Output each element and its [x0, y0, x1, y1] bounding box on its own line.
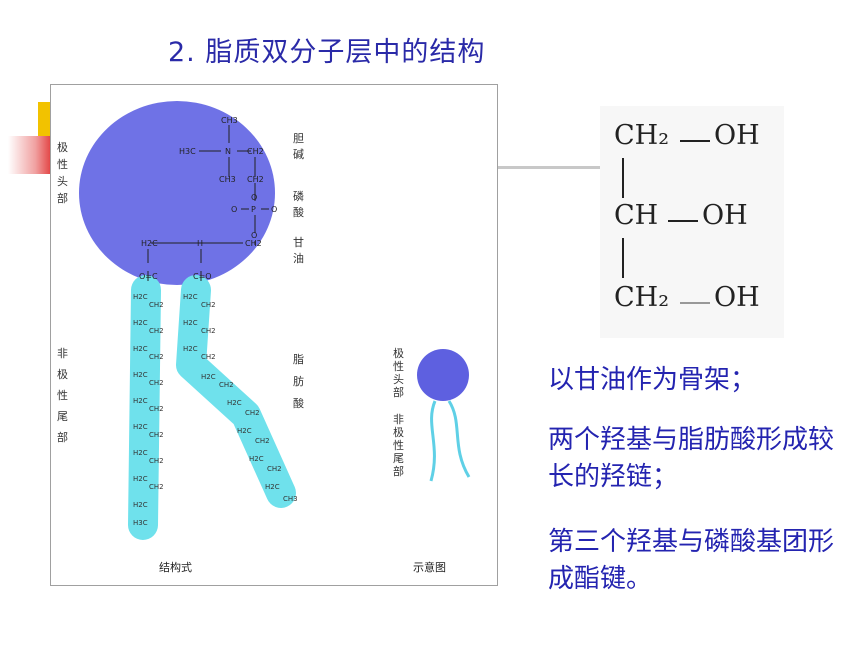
fatty-acid-tail-left — [128, 275, 161, 540]
description-line-2: 两个羟基与脂肪酸形成较长的羟链； — [548, 425, 835, 492]
svg-text:CH2: CH2 — [245, 409, 260, 417]
glycerol-row2-oh: OH — [702, 200, 748, 231]
svg-text:H2C: H2C — [133, 423, 148, 431]
head-bonds — [147, 125, 269, 281]
description-line-3: 第三个羟基与磷酸基团形成酯键。 — [548, 527, 835, 594]
schematic-tail-left — [429, 400, 437, 482]
glycerol-row1-bond — [680, 140, 710, 142]
svg-text:CH2: CH2 — [149, 301, 164, 309]
label-phosphate: 磷酸 — [293, 190, 304, 219]
atom-p: P — [251, 205, 256, 214]
slide-title: 2. 脂质双分子层中的结构 — [168, 37, 486, 68]
glycerol-row2-bond — [668, 220, 698, 222]
svg-text:CH2: CH2 — [201, 301, 216, 309]
schematic-label-head: 极性头部 — [393, 347, 404, 399]
svg-text:CH2: CH2 — [149, 327, 164, 335]
head-atoms: CH3 H3C N CH2 CH3 CH2 O O P O O H2C H CH… — [139, 116, 277, 281]
svg-text:CH2: CH2 — [149, 457, 164, 465]
glycerol-row3-bond — [680, 302, 710, 304]
svg-text:CH2: CH2 — [201, 327, 216, 335]
schematic-head-circle — [417, 349, 469, 401]
atom-ch3-top: CH3 — [221, 116, 238, 125]
atom-ch2-gly: CH2 — [245, 239, 262, 248]
glycerol-row1-group: CH₂ — [614, 120, 670, 151]
svg-text:CH2: CH2 — [267, 465, 282, 473]
label-glycerol: 甘油 — [293, 236, 304, 265]
decorative-red-bar — [8, 136, 54, 174]
schematic-label-tail: 非极性尾部 — [393, 413, 404, 478]
svg-text:H2C: H2C — [133, 371, 148, 379]
phospholipid-figure: CH3 H3C N CH2 CH3 CH2 O O P O O H2C H CH… — [50, 84, 498, 586]
atom-ester-2: C=O — [193, 272, 212, 281]
description-line-1: 以甘油作为骨架； — [548, 365, 757, 395]
svg-text:H2C: H2C — [133, 397, 148, 405]
caption-schematic: 示意图 — [413, 561, 446, 574]
atom-ester-1: O=C — [139, 272, 158, 281]
label-nonpolar-tail: 非极性尾部 — [57, 347, 68, 444]
glycerol-row1-oh: OH — [714, 120, 760, 151]
decorative-divider-line — [498, 166, 610, 169]
label-choline: 胆碱 — [293, 132, 304, 161]
svg-text:CH3: CH3 — [283, 495, 298, 503]
svg-text:H2C: H2C — [133, 449, 148, 457]
glycerol-vbond-1 — [622, 158, 624, 198]
svg-text:H2C: H2C — [133, 501, 148, 509]
phospholipid-structure-diagram: CH3 H3C N CH2 CH3 CH2 O O P O O H2C H CH… — [79, 101, 471, 540]
atom-ch2-b: CH2 — [247, 175, 264, 184]
svg-text:H2C: H2C — [133, 319, 148, 327]
svg-text:H2C: H2C — [133, 345, 148, 353]
svg-text:CH2: CH2 — [201, 353, 216, 361]
atom-o-bottom: O — [251, 231, 257, 240]
svg-text:H2C: H2C — [183, 293, 198, 301]
glycerol-row3-group: CH₂ — [614, 282, 670, 313]
glycerol-row3-oh: OH — [714, 282, 760, 313]
svg-text:H2C: H2C — [201, 373, 216, 381]
fatty-acid-tail-right — [176, 275, 296, 508]
caption-structure: 结构式 — [159, 561, 192, 574]
atom-ch-gly: H — [197, 239, 203, 248]
svg-text:H2C: H2C — [133, 475, 148, 483]
atom-n: N — [225, 147, 231, 156]
glycerol-structure: CH₂ OH CH OH CH₂ OH — [600, 106, 784, 338]
glycerol-row2-group: CH — [614, 200, 659, 231]
atom-o-top: O — [251, 193, 257, 202]
svg-text:H3C: H3C — [133, 519, 148, 527]
svg-text:H2C: H2C — [227, 399, 242, 407]
svg-text:CH2: CH2 — [149, 405, 164, 413]
atom-ch3-mid: CH3 — [219, 175, 236, 184]
svg-text:H2C: H2C — [249, 455, 264, 463]
atom-o-right: O — [271, 205, 277, 214]
svg-text:CH2: CH2 — [219, 381, 234, 389]
svg-text:CH2: CH2 — [149, 483, 164, 491]
svg-text:H2C: H2C — [133, 293, 148, 301]
glycerol-vbond-2 — [622, 238, 624, 278]
atom-h2c-gly: H2C — [141, 239, 158, 248]
svg-text:CH2: CH2 — [149, 379, 164, 387]
atom-h3c-left: H3C — [179, 147, 196, 156]
svg-text:CH2: CH2 — [255, 437, 270, 445]
atom-ch2-a: CH2 — [247, 147, 264, 156]
svg-text:CH2: CH2 — [149, 353, 164, 361]
svg-text:CH2: CH2 — [149, 431, 164, 439]
svg-text:H2C: H2C — [265, 483, 280, 491]
schematic-tail-right — [447, 400, 471, 478]
label-fatty-acid: 脂肪酸 — [293, 353, 304, 410]
svg-text:H2C: H2C — [183, 345, 198, 353]
svg-text:H2C: H2C — [183, 319, 198, 327]
polar-head-ellipse — [79, 101, 275, 285]
atom-o-left: O — [231, 205, 237, 214]
svg-text:H2C: H2C — [237, 427, 252, 435]
label-polar-head: 极性头部 — [57, 141, 68, 205]
